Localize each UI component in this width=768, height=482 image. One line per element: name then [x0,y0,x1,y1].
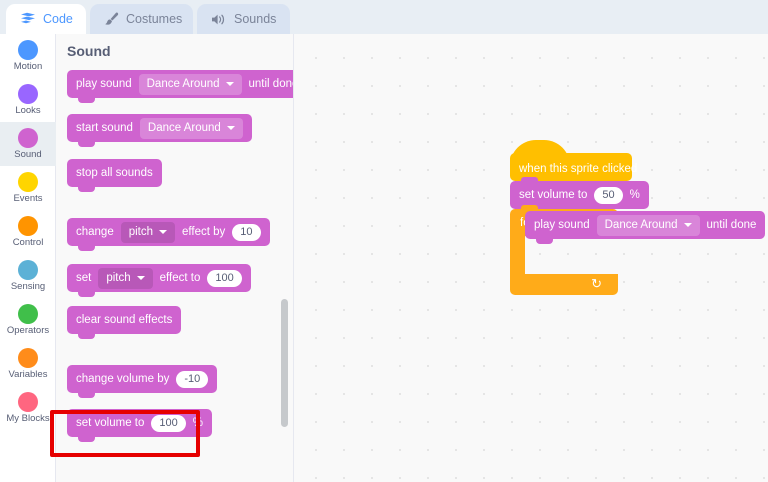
set-effect-label: set [76,272,92,284]
category-motion-label: Motion [13,61,43,73]
category-control-label: Control [12,237,44,249]
category-looks-dot [18,84,38,105]
category-my-blocks[interactable]: My Blocks [0,386,56,430]
set-effect-amount-input[interactable]: 100 [207,269,242,287]
tab-sounds-label: Sounds [234,12,277,26]
category-events[interactable]: Events [0,166,56,210]
change-effect-label: change [76,226,114,238]
palette-block-set-volume[interactable]: set volume to 100 % [67,409,212,442]
loop-arrow-icon: ↻ [591,275,602,291]
category-variables-label: Variables [8,369,48,381]
category-sidebar: Motion Looks Sound Events Control Sensin… [0,34,56,482]
clear-sound-effects-label: clear sound effects [76,314,173,326]
change-effect-dropdown-value: pitch [128,226,154,238]
category-my-blocks-label: My Blocks [6,413,50,425]
change-volume-amount-input[interactable]: -10 [176,370,209,388]
start-sound-dropdown[interactable]: Dance Around [139,117,243,139]
script-block-play-sound-until-done[interactable]: play sound Dance Around until done [525,211,766,244]
category-my-blocks-dot [18,392,38,413]
palette-block-change-volume[interactable]: change volume by -10 [67,365,218,398]
palette-scrollbar-thumb[interactable] [281,299,288,427]
tab-costumes[interactable]: Costumes [90,4,193,34]
editor-body: Motion Looks Sound Events Control Sensin… [0,34,768,482]
tab-costumes-label: Costumes [126,12,183,26]
code-blocks-icon [20,12,36,26]
speaker-icon [211,13,227,26]
play-sound-suffix: until done [248,78,294,90]
category-sensing-dot [18,260,38,281]
set-effect-dropdown-value: pitch [106,272,131,284]
play-sound-dropdown-value: Dance Around [146,78,220,90]
category-operators-label: Operators [6,325,50,337]
chevron-down-icon [159,230,168,234]
tab-code[interactable]: Code [6,4,86,34]
script-block-when-this-sprite-clicked[interactable]: when this sprite clicked [510,140,637,186]
set-volume-label: set volume to [76,417,145,429]
script-play-sound-suffix: until done [706,219,757,231]
chevron-down-icon [136,276,145,280]
palette-block-set-effect[interactable]: set pitch effect to 100 [67,264,251,297]
chevron-down-icon [225,82,234,86]
chevron-down-icon [683,223,692,227]
forever-arm [510,236,525,274]
start-sound-dropdown-value: Dance Around [147,122,221,134]
stop-all-sounds-label: stop all sounds [76,167,153,179]
category-events-label: Events [13,193,43,205]
tab-sounds[interactable]: Sounds [197,4,290,34]
category-looks[interactable]: Looks [0,78,56,122]
paintbrush-icon [104,12,119,26]
set-volume-percent-label: % [192,417,203,429]
category-operators-dot [18,304,38,325]
chevron-down-icon [226,126,235,130]
category-variables-dot [18,348,38,369]
category-sensing[interactable]: Sensing [0,254,56,298]
category-looks-label: Looks [15,105,41,117]
block-palette[interactable]: Sound play sound Dance Around until done… [56,34,294,482]
change-effect-by-label: effect by [182,226,226,238]
tab-bar: Code Costumes Sounds [0,0,768,34]
change-volume-label: change volume by [76,373,170,385]
scripting-canvas[interactable]: when this sprite clicked set volume to 5… [294,34,768,482]
script-block-set-volume[interactable]: set volume to 50 % [510,177,649,214]
palette-block-start-sound[interactable]: start sound Dance Around [67,114,252,147]
forever-footer[interactable]: ↻ [510,274,618,295]
tab-code-label: Code [43,12,73,26]
category-sound-dot [18,128,38,149]
category-sound-label: Sound [14,149,42,161]
category-sensing-label: Sensing [10,281,46,293]
palette-block-stop-all-sounds[interactable]: stop all sounds [67,159,162,192]
category-motion-dot [18,40,38,61]
script-set-volume-percent-label: % [629,189,640,201]
script-set-volume-amount-input[interactable]: 50 [594,186,623,204]
play-sound-dropdown[interactable]: Dance Around [138,73,242,95]
set-effect-to-label: effect to [159,272,201,284]
category-variables[interactable]: Variables [0,342,56,386]
category-events-dot [18,172,38,193]
category-control[interactable]: Control [0,210,56,254]
category-motion[interactable]: Motion [0,34,56,78]
set-effect-dropdown[interactable]: pitch [98,267,153,289]
category-sound[interactable]: Sound [0,122,56,166]
set-volume-amount-input[interactable]: 100 [151,414,186,432]
palette-block-play-sound-until-done[interactable]: play sound Dance Around until done [67,70,294,103]
script-play-sound-dropdown-value: Dance Around [604,219,678,231]
category-control-dot [18,216,38,237]
palette-block-clear-sound-effects[interactable]: clear sound effects [67,306,182,339]
script-play-sound-label: play sound [534,219,590,231]
script-play-sound-dropdown[interactable]: Dance Around [596,214,700,236]
script-set-volume-label: set volume to [519,189,588,201]
play-sound-label: play sound [76,78,132,90]
when-sprite-clicked-label: when this sprite clicked [519,163,638,175]
change-effect-amount-input[interactable]: 10 [232,223,261,241]
change-effect-dropdown[interactable]: pitch [120,221,176,243]
palette-section-title: Sound [67,43,111,59]
category-operators[interactable]: Operators [0,298,56,342]
palette-block-change-effect[interactable]: change pitch effect by 10 [67,218,270,251]
start-sound-label: start sound [76,122,133,134]
